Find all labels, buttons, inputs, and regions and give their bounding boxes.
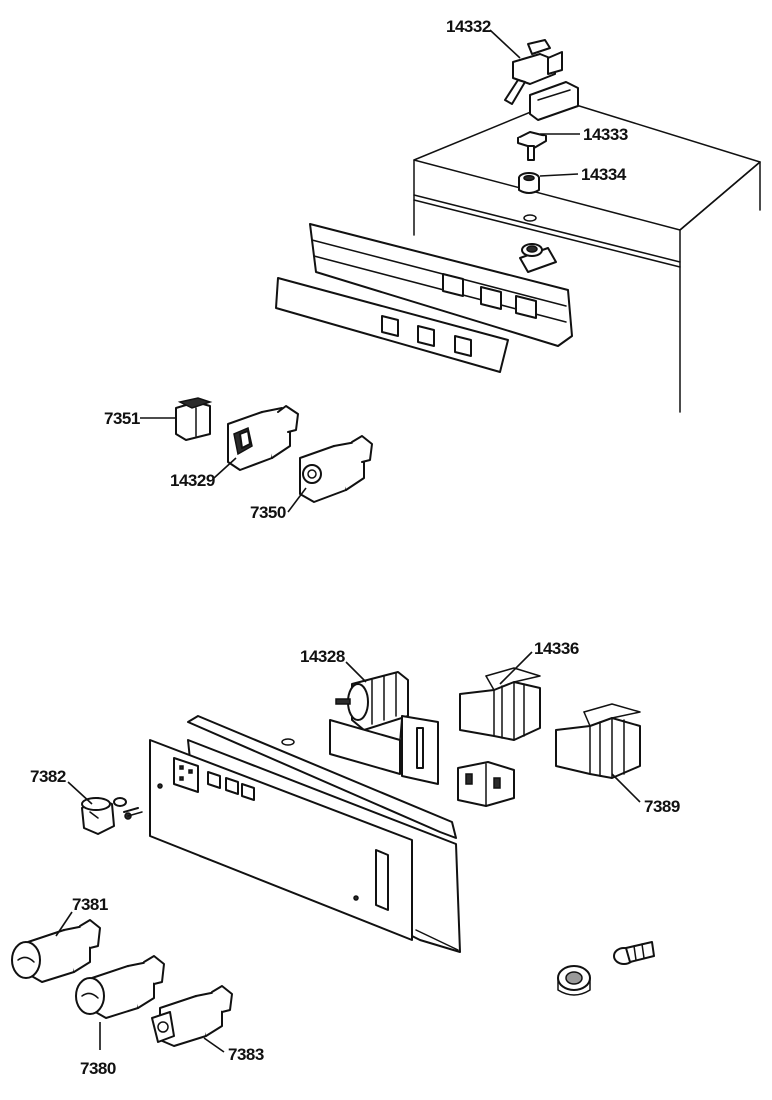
- part-7351-rocker-cap: [175, 397, 213, 441]
- callout-7383: 7383: [228, 1045, 264, 1064]
- callout-14332: 14332: [446, 17, 491, 36]
- mounting-bracket: [519, 243, 557, 273]
- part-7389-relay: [555, 703, 641, 779]
- callout-7380: 7380: [80, 1059, 116, 1078]
- callout-14328: 14328: [300, 647, 345, 666]
- callout-7382: 7382: [30, 767, 66, 786]
- callout-7351: 7351: [104, 409, 140, 428]
- callout-labels: 14332 14333 14334 7351 14329 7350 14328 …: [30, 17, 680, 1078]
- part-7380-switch: [75, 955, 165, 1019]
- callout-7350: 7350: [250, 503, 286, 522]
- part-14332-clip: [504, 39, 579, 121]
- part-14328-timer: [335, 671, 409, 731]
- part-7350-lamp-switch: [299, 435, 373, 503]
- timer-bracket: [329, 715, 439, 785]
- control-panel-plate: [149, 739, 413, 941]
- callout-7381: 7381: [72, 895, 108, 914]
- part-7383-switch: [151, 985, 233, 1047]
- part-14333-clip: [517, 131, 547, 161]
- leader-lines: [55, 29, 641, 1053]
- connector-block: [457, 761, 515, 807]
- front-panel-strip: [275, 277, 509, 373]
- callout-14336: 14336: [534, 639, 579, 658]
- callout-7389: 7389: [644, 797, 680, 816]
- callout-14334: 14334: [581, 165, 627, 184]
- part-7382-knob: [81, 797, 143, 835]
- part-14336-relay: [459, 667, 541, 741]
- part-14334-grommet: [518, 172, 540, 194]
- callout-14333: 14333: [583, 125, 628, 144]
- callout-14329: 14329: [170, 471, 215, 490]
- part-14329-rocker-switch: [227, 405, 299, 471]
- part-7381-switch: [11, 919, 101, 983]
- cabinet-body: [413, 99, 761, 413]
- nut-and-bolt: [557, 941, 655, 996]
